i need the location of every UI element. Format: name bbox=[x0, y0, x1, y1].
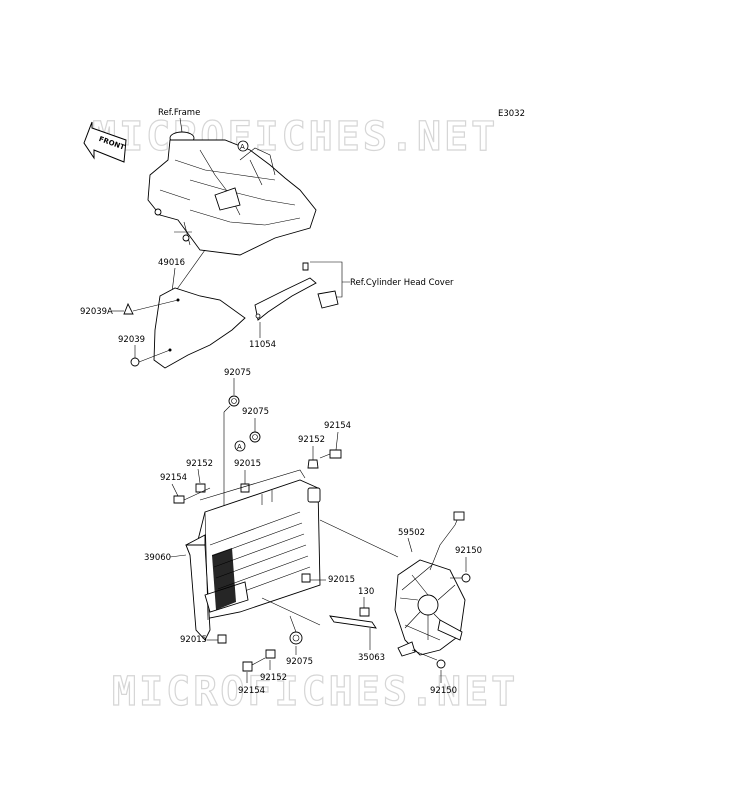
part-92015-mid: 92015 bbox=[328, 575, 355, 585]
part-92039A: 92039A bbox=[80, 307, 113, 317]
radiator-drawing bbox=[185, 469, 321, 641]
part-92039: 92039 bbox=[118, 335, 145, 345]
part-92152-bottom: 92152 bbox=[260, 673, 287, 683]
part-92150-top: 92150 bbox=[455, 546, 482, 556]
callout-a-top: A bbox=[237, 140, 249, 152]
svg-text:A: A bbox=[237, 443, 242, 451]
part-92015-top: 92015 bbox=[234, 459, 261, 469]
part-11054: 11054 bbox=[249, 340, 276, 350]
part-35063: 35063 bbox=[358, 653, 385, 663]
watermark-bottom: MICROFICHES.NET bbox=[112, 669, 518, 715]
watermark-top: MICROFICHES.NET bbox=[92, 114, 498, 160]
part-49016: 49016 bbox=[158, 258, 185, 268]
part-92154-right: 92154 bbox=[324, 421, 351, 431]
callout-a-lower: A bbox=[234, 440, 246, 452]
part-92150-bottom: 92150 bbox=[430, 686, 457, 696]
ref-frame-label: Ref.Frame bbox=[158, 108, 200, 118]
part-39060: 39060 bbox=[144, 553, 171, 563]
part-92152-right: 92152 bbox=[298, 435, 325, 445]
part-92152-left: 92152 bbox=[186, 459, 213, 469]
part-92015-bottom: 92015 bbox=[180, 635, 207, 645]
part-92075-bottom: 92075 bbox=[286, 657, 313, 667]
ref-cylinder-head-cover-label: Ref.Cylinder Head Cover bbox=[350, 278, 454, 288]
part-59502: 59502 bbox=[398, 528, 425, 538]
part-92154-left: 92154 bbox=[160, 473, 187, 483]
part-92154-bottom: 92154 bbox=[238, 686, 265, 696]
part-92075-mid: 92075 bbox=[242, 407, 269, 417]
front-arrow-icon: FRONT bbox=[83, 121, 127, 163]
heat-guard-shape bbox=[153, 287, 246, 369]
frame-drawing bbox=[147, 131, 317, 256]
part-130: 130 bbox=[358, 587, 374, 597]
diagram-code: E3032 bbox=[498, 109, 525, 119]
part-92075-top: 92075 bbox=[224, 368, 251, 378]
fan-drawing bbox=[394, 511, 466, 657]
svg-text:A: A bbox=[240, 143, 245, 151]
